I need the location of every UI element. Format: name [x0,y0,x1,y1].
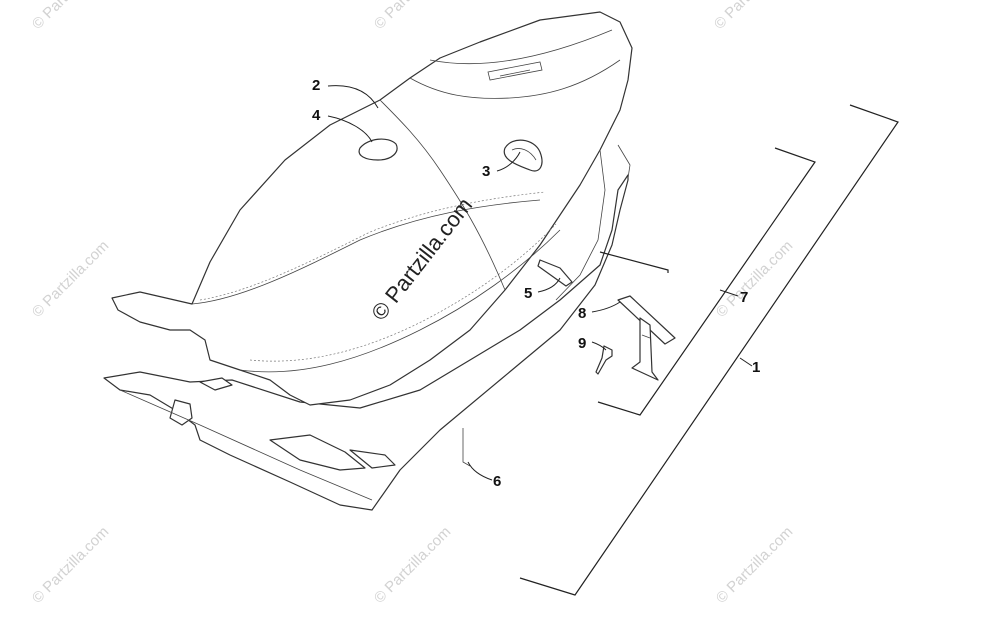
front-tab-right [199,377,233,391]
leader-2 [327,85,379,109]
seat-lower-seam [239,229,561,373]
callout-8: 8 [578,305,586,322]
callout-labels: 1 2 3 4 5 6 7 8 9 [312,77,760,490]
callout-2: 2 [312,77,320,94]
seat-base [103,174,629,511]
seat-stitch-lower [249,223,557,362]
watermark-tile: © Partzilla.com [29,0,112,33]
underside-vent-small [349,449,396,469]
callout-9: 9 [578,335,586,352]
watermark-tile: © Partzilla.com [29,237,112,320]
watermark-tile: © Partzilla.com [713,523,796,606]
seat-rear-seam [379,99,506,291]
leader-6 [467,461,493,481]
latch-assembly [595,295,676,381]
pin-part-9 [595,345,613,375]
leader-1 [739,357,753,367]
seat-assembly [103,11,633,511]
bracket-1 [519,104,899,596]
watermark-tile: © Partzilla.com [371,0,454,33]
assembly-brackets [519,104,899,596]
underside-vent [269,434,366,471]
callout-4: 4 [312,107,321,124]
leader-5 [537,277,561,293]
watermark-tile: © Partzilla.com [711,0,794,33]
seat-decal [487,61,543,81]
pin-part-6 [462,428,471,467]
base-inner-edge [119,389,373,501]
leader-lines [327,85,621,481]
seat-cushion [111,11,633,406]
leader-8 [591,301,621,313]
seat-back-hump [429,29,613,65]
patch-part-4 [358,138,398,161]
grip-pad-part-3 [503,139,543,172]
callout-5: 5 [524,285,532,302]
leader-3 [496,151,521,172]
watermark-tile: © Partzilla.com [371,523,454,606]
leader-9 [591,341,607,351]
callout-1: 1 [752,359,760,376]
clip-part-5 [537,259,573,287]
seat-rail [617,144,631,179]
seat-side-panel [555,149,606,301]
leader-7 [719,289,739,297]
leader-4 [327,115,373,143]
seat-side-seam [191,199,541,305]
bracket-7 [597,147,816,416]
latch-bracket-part-8 [631,317,659,381]
seat-ridge-line [409,59,621,99]
callout-6: 6 [493,473,501,490]
callout-3: 3 [482,163,490,180]
bracket-kit [599,251,669,273]
callout-7: 7 [740,289,748,306]
watermark-tile: © Partzilla.com [29,523,112,606]
